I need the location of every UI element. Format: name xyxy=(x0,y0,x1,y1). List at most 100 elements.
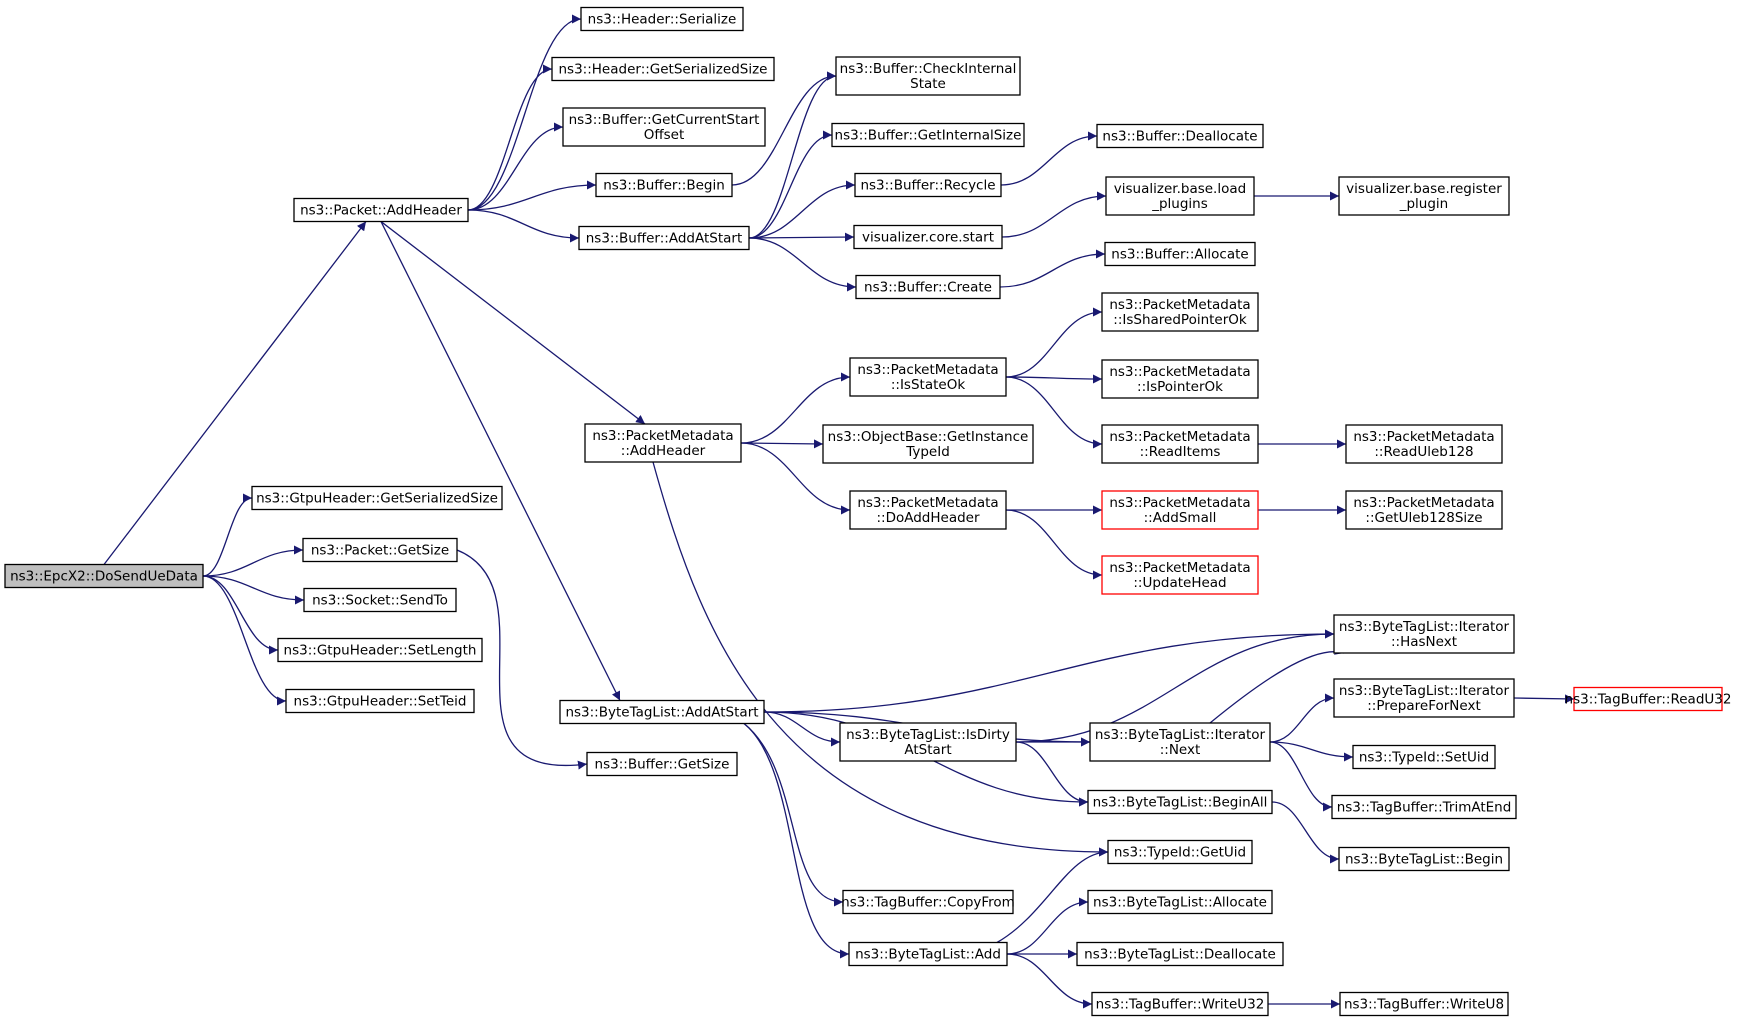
node-n16[interactable]: ns3::Buffer::GetInternalSize xyxy=(831,122,1025,148)
node-n34[interactable]: ns3::ByteTagList::Iterator::HasNext xyxy=(1333,614,1515,654)
node-n45[interactable]: ns3::ByteTagList::Allocate xyxy=(1087,889,1273,915)
node-box-n49 xyxy=(1339,991,1509,1017)
node-label-n32-line-0: ns3::PacketMetadata xyxy=(1353,495,1494,511)
edge-n13-n46 xyxy=(743,722,850,959)
node-label-n31-line-1: ::AddSmall xyxy=(1144,510,1217,526)
node-label-n0-line-0: ns3::EpcX2::DoSendUeData xyxy=(10,569,198,585)
edge-n35-n36 xyxy=(1513,694,1575,704)
node-label-n26-line-1: ::DoAddHeader xyxy=(876,510,979,526)
node-n41[interactable]: ns3::ByteTagList::BeginAll xyxy=(1087,789,1273,815)
node-n2[interactable]: ns3::GtpuHeader::GetSerializedSize xyxy=(251,485,503,511)
node-box-n37 xyxy=(839,722,1017,762)
node-n21[interactable]: visualizer.base.load_plugins xyxy=(1105,176,1255,216)
node-n20[interactable]: ns3::Buffer::Deallocate xyxy=(1096,123,1264,149)
edge-n37-n34 xyxy=(1015,629,1335,743)
node-n43[interactable]: ns3::TypeId::GetUid xyxy=(1107,839,1253,865)
node-label-n2-line-0: ns3::GtpuHeader::GetSerializedSize xyxy=(256,491,498,507)
node-n12[interactable]: ns3::PacketMetadata::AddHeader xyxy=(584,423,742,463)
node-n7[interactable]: ns3::Header::Serialize xyxy=(580,6,744,32)
node-n19[interactable]: ns3::Buffer::Create xyxy=(855,274,1001,300)
edge-n1-n11 xyxy=(467,209,580,243)
node-n30[interactable]: ns3::PacketMetadata::ReadUleb128 xyxy=(1345,424,1503,464)
node-n1[interactable]: ns3::Packet::AddHeader xyxy=(293,197,469,223)
node-n35[interactable]: ns3::ByteTagList::Iterator::PrepareForNe… xyxy=(1333,678,1515,718)
node-label-n47-line-0: ns3::ByteTagList::Deallocate xyxy=(1084,947,1276,963)
node-n49[interactable]: ns3::TagBuffer::WriteU8 xyxy=(1339,991,1509,1017)
node-n40[interactable]: ns3::TagBuffer::TrimAtEnd xyxy=(1331,794,1517,820)
node-label-n36-line-0: ns3::TagBuffer::ReadU32 xyxy=(1565,692,1732,708)
edge-n0-n4 xyxy=(202,575,305,605)
node-label-n3-line-0: ns3::Packet::GetSize xyxy=(311,543,449,559)
node-n44[interactable]: ns3::TagBuffer::CopyFrom xyxy=(841,889,1015,915)
node-box-n31 xyxy=(1101,490,1259,530)
node-n36[interactable]: ns3::TagBuffer::ReadU32 xyxy=(1565,686,1732,712)
node-n28[interactable]: ns3::PacketMetadata::IsPointerOk xyxy=(1101,359,1259,399)
node-n46[interactable]: ns3::ByteTagList::Add xyxy=(848,941,1008,967)
nodes-layer: ns3::EpcX2::DoSendUeData ns3::Packet::Add… xyxy=(4,6,1732,1017)
node-n13[interactable]: ns3::ByteTagList::AddAtStart xyxy=(559,699,765,725)
node-n10[interactable]: ns3::Buffer::Begin xyxy=(595,172,733,198)
node-n0[interactable]: ns3::EpcX2::DoSendUeData xyxy=(4,563,204,589)
node-label-n25-line-1: TypeId xyxy=(905,444,950,460)
edge-n0-n1 xyxy=(103,221,367,565)
node-n39[interactable]: ns3::TypeId::SetUid xyxy=(1352,744,1496,770)
edge-n0-n3 xyxy=(202,545,304,577)
node-n4[interactable]: ns3::Socket::SendTo xyxy=(303,587,457,613)
node-n24[interactable]: ns3::PacketMetadata::IsStateOk xyxy=(849,357,1007,397)
node-label-n22-line-0: visualizer.base.register xyxy=(1346,181,1502,197)
node-label-n9-line-1: Offset xyxy=(644,127,685,143)
node-box-n48 xyxy=(1091,991,1269,1017)
edge-n1-n8 xyxy=(467,64,553,211)
node-n3[interactable]: ns3::Packet::GetSize xyxy=(302,537,458,563)
node-n42[interactable]: ns3::ByteTagList::Begin xyxy=(1338,846,1510,872)
node-label-n35-line-1: ::PrepareForNext xyxy=(1367,698,1481,714)
node-box-n35 xyxy=(1333,678,1515,718)
node-n26[interactable]: ns3::PacketMetadata::DoAddHeader xyxy=(849,490,1007,530)
node-box-n18 xyxy=(853,224,1003,250)
edge-n1-n7 xyxy=(467,14,582,211)
node-box-n9 xyxy=(562,107,766,147)
node-n27[interactable]: ns3::PacketMetadata::IsSharedPointerOk xyxy=(1101,292,1259,332)
node-n33[interactable]: ns3::PacketMetadata::UpdateHead xyxy=(1101,555,1259,595)
edge-n46-n43 xyxy=(996,847,1109,944)
node-n8[interactable]: ns3::Header::GetSerializedSize xyxy=(551,56,775,82)
node-label-n42-line-0: ns3::ByteTagList::Begin xyxy=(1345,852,1503,868)
node-label-n39-line-0: ns3::TypeId::SetUid xyxy=(1359,750,1489,766)
node-n38[interactable]: ns3::ByteTagList::Iterator::Next xyxy=(1089,722,1271,762)
node-n31[interactable]: ns3::PacketMetadata::AddSmall xyxy=(1101,490,1259,530)
edge-n46-n45 xyxy=(1006,897,1089,955)
edge-n3-n14 xyxy=(456,549,588,770)
node-n14[interactable]: ns3::Buffer::GetSize xyxy=(586,751,738,777)
edge-n38-n34 xyxy=(1209,646,1345,724)
node-box-n43 xyxy=(1107,839,1253,865)
node-n32[interactable]: ns3::PacketMetadata::GetUleb128Size xyxy=(1345,490,1503,530)
node-label-n34-line-1: ::HasNext xyxy=(1391,634,1457,650)
edge-n38-n39 xyxy=(1269,741,1354,762)
node-box-n8 xyxy=(551,56,775,82)
node-box-n24 xyxy=(849,357,1007,397)
node-n22[interactable]: visualizer.base.register_plugin xyxy=(1338,176,1510,216)
node-n5[interactable]: ns3::GtpuHeader::SetLength xyxy=(277,637,483,663)
node-n18[interactable]: visualizer.core.start xyxy=(853,224,1003,250)
node-n23[interactable]: ns3::Buffer::Allocate xyxy=(1104,241,1256,267)
node-label-n32-line-1: ::GetUleb128Size xyxy=(1365,510,1482,526)
node-label-n21-line-1: _plugins xyxy=(1151,196,1208,212)
node-n11[interactable]: ns3::Buffer::AddAtStart xyxy=(578,225,750,251)
node-n48[interactable]: ns3::TagBuffer::WriteU32 xyxy=(1091,991,1269,1017)
node-n6[interactable]: ns3::GtpuHeader::SetTeid xyxy=(285,688,475,714)
node-n29[interactable]: ns3::PacketMetadata::ReadItems xyxy=(1101,424,1259,464)
node-box-n1 xyxy=(293,197,469,223)
node-label-n48-line-0: ns3::TagBuffer::WriteU32 xyxy=(1096,997,1265,1013)
node-n17[interactable]: ns3::Buffer::Recycle xyxy=(854,172,1002,198)
node-n47[interactable]: ns3::ByteTagList::Deallocate xyxy=(1076,941,1284,967)
node-box-n12 xyxy=(584,423,742,463)
node-label-n40-line-0: ns3::TagBuffer::TrimAtEnd xyxy=(1337,800,1512,816)
node-label-n27-line-0: ns3::PacketMetadata xyxy=(1109,297,1250,313)
node-box-n20 xyxy=(1096,123,1264,149)
edge-n13-n44 xyxy=(743,722,844,907)
